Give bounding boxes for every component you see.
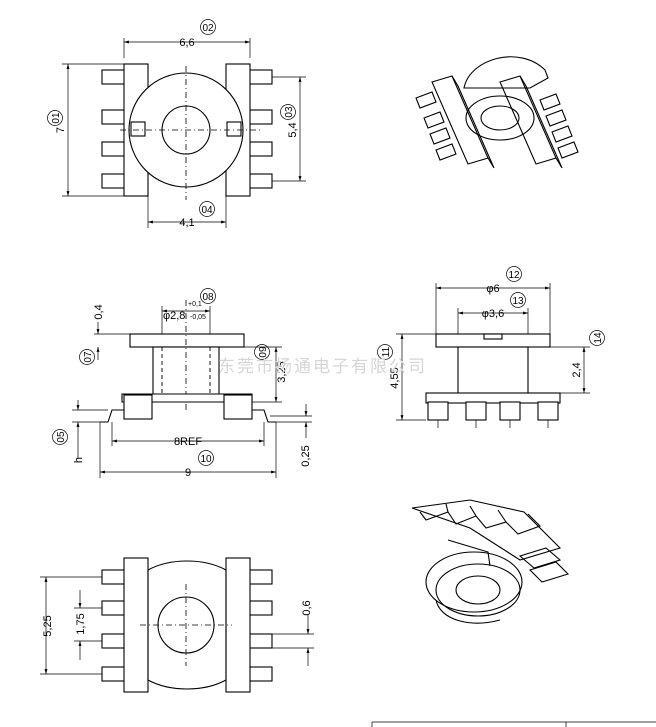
bubble-09: 09 [258, 346, 269, 358]
side-view: 0,4 07 φ2,8 +0,1 -0,05 08 3,25 09 h 05 8… [52, 288, 312, 479]
dim-height-label: 7 [55, 127, 67, 133]
dim-width-label: 6,6 [179, 37, 194, 49]
dim-flange-label: 0,4 [93, 304, 105, 319]
dim-bore-tol-plus: +0,1 [188, 301, 202, 308]
dim-bore-tol-minus: -0,05 [190, 314, 206, 321]
dim-winding-label: 2,4 [571, 362, 583, 377]
dim-outer-pitch-label: 5,25 [42, 615, 54, 636]
bubble-13: 13 [512, 296, 524, 307]
bubble-14: 14 [593, 332, 604, 344]
bubble-12: 12 [508, 270, 520, 281]
dim-pad-ref-label: 8REF [174, 436, 202, 448]
dim-lead-label: 0,25 [300, 445, 312, 466]
dim-end-height-label: 4,55 [389, 367, 401, 388]
bubble-08: 08 [202, 292, 214, 303]
dim-bore-label: φ2,8 [163, 310, 185, 322]
isometric-view-bottom [411, 499, 570, 624]
title-block [371, 721, 656, 727]
end-view-core [457, 346, 529, 396]
dim-inner-label: 4,1 [179, 217, 194, 229]
dim-total-width-label: 9 [185, 467, 191, 479]
bubble-07: 07 [83, 351, 94, 363]
dim-pitch-label: 5,4 [287, 122, 299, 137]
dim-inner-pitch-label: 1,75 [75, 613, 87, 634]
bubble-05: 05 [56, 431, 67, 443]
side-view-top-flange [129, 333, 245, 348]
bottom-view: 5,25 1,75 0,6 [40, 557, 314, 693]
top-view: 6,6 02 7 01 5,4 03 4,1 04 [47, 19, 306, 229]
dim-side-height-label: 3,25 [276, 361, 288, 382]
isometric-view-top [415, 56, 579, 169]
watermark: 东莞市扬通电子有限公司 [218, 357, 427, 377]
bubble-03: 03 [284, 106, 295, 118]
end-view: φ6 12 φ3,6 13 4,55 11 2,4 14 [377, 266, 605, 428]
dim-core-label: φ3,6 [482, 308, 504, 320]
bubble-10: 10 [200, 454, 212, 465]
bubble-04: 04 [201, 205, 213, 216]
bubble-02: 02 [202, 23, 214, 34]
bubble-11: 11 [381, 346, 392, 357]
bottom-view-right-pins [225, 557, 273, 693]
dim-flange-dia-label: φ6 [486, 283, 499, 295]
dim-pin-width-label: 0,6 [301, 600, 313, 615]
bubble-01: 01 [51, 112, 62, 124]
dim-h-label: h [73, 457, 85, 463]
